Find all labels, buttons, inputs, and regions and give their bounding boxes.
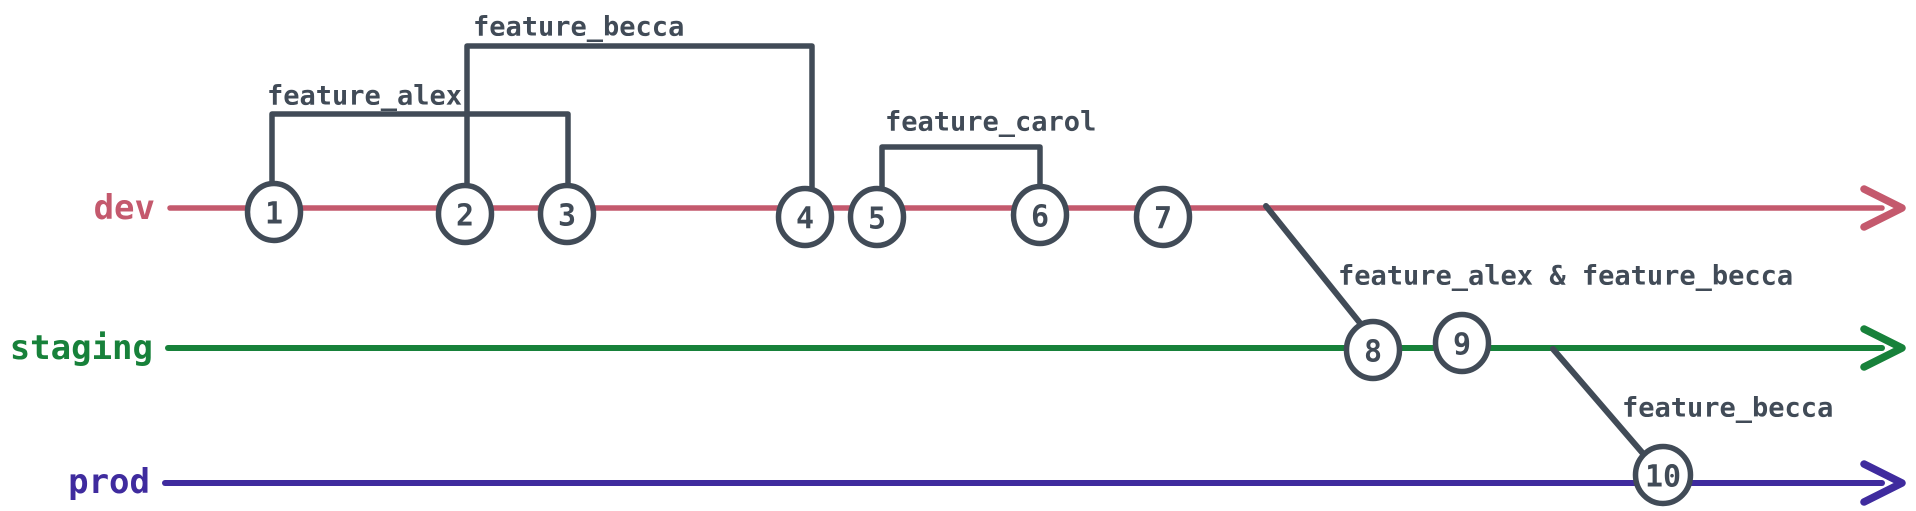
merge-line-dev-to-staging xyxy=(1263,203,1363,326)
label-feature-alex: feature_alex xyxy=(267,81,462,112)
commit-number: 8 xyxy=(1364,335,1382,370)
commit-node-4: 4 xyxy=(775,185,835,249)
commit-circle xyxy=(537,182,597,246)
label-merge-staging: feature_alex & feature_becca xyxy=(1338,261,1793,292)
commit-number: 1 xyxy=(265,197,283,232)
commit-number: 10 xyxy=(1645,460,1681,495)
commit-number: 4 xyxy=(796,202,814,237)
label-feature-carol: feature_carol xyxy=(885,107,1096,138)
commit-node-2: 2 xyxy=(435,182,495,246)
commit-circle xyxy=(1343,318,1403,382)
label-feature-becca-branch: feature_becca xyxy=(473,12,684,43)
bracket-feature-becca xyxy=(464,43,815,194)
commit-number: 2 xyxy=(456,199,474,234)
commit-node-6: 6 xyxy=(1010,183,1070,247)
commit-circle xyxy=(1010,183,1070,247)
commit-node-5: 5 xyxy=(847,185,907,249)
commit-circle xyxy=(435,182,495,246)
commit-node-8: 8 xyxy=(1343,318,1403,382)
branch-label-dev: dev xyxy=(94,188,155,228)
label-merge-prod: feature_becca xyxy=(1622,393,1833,424)
commit-circle xyxy=(775,185,835,249)
commit-node-9: 9 xyxy=(1432,311,1492,375)
commit-number: 6 xyxy=(1031,200,1049,235)
commit-number: 5 xyxy=(868,202,886,237)
commit-number: 7 xyxy=(1154,202,1172,237)
commit-circle xyxy=(1133,185,1193,249)
arrowhead-prod-icon xyxy=(1860,460,1906,506)
commit-node-10: 10 xyxy=(1632,443,1694,507)
commit-circle xyxy=(1432,311,1492,375)
commit-circle xyxy=(244,180,304,244)
commit-number: 9 xyxy=(1453,328,1471,363)
branch-label-staging: staging xyxy=(10,328,153,368)
bracket-feature-carol xyxy=(879,144,1043,194)
commit-node-3: 3 xyxy=(537,182,597,246)
commit-circle xyxy=(847,185,907,249)
commit-circle xyxy=(1632,443,1694,507)
commit-number: 3 xyxy=(558,199,576,234)
arrowhead-staging-icon xyxy=(1860,325,1906,371)
bracket-feature-alex xyxy=(269,111,571,191)
commit-node-7: 7 xyxy=(1133,185,1193,249)
commit-node-1: 1 xyxy=(244,180,304,244)
arrowhead-dev-icon xyxy=(1860,185,1906,231)
branch-label-prod: prod xyxy=(68,462,150,502)
merge-line-staging-to-prod xyxy=(1550,346,1649,460)
